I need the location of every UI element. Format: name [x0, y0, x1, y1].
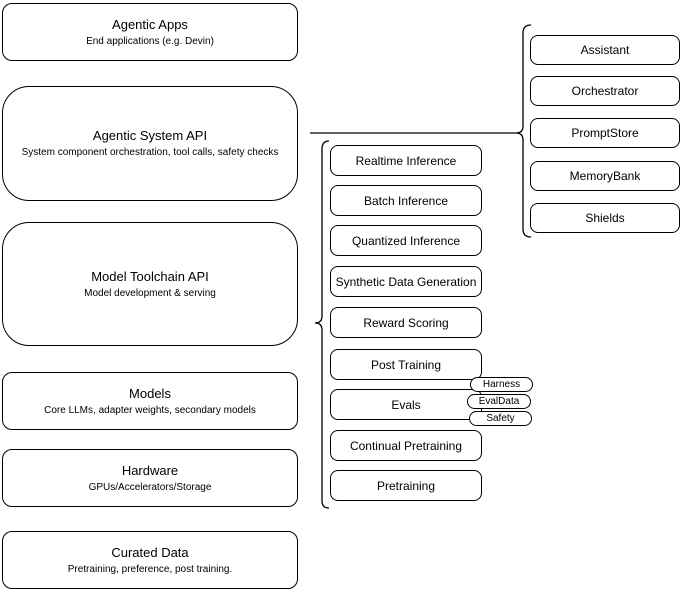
component-shields: Shields	[530, 203, 680, 233]
layer-box-agentic-system-api: Agentic System API System component orch…	[2, 86, 298, 201]
toolchain-item-batch-inference: Batch Inference	[330, 185, 482, 216]
toolchain-item-post-training: Post Training	[330, 349, 482, 380]
system-components-brace	[515, 24, 532, 238]
component-assistant: Assistant	[530, 35, 680, 65]
layer-subtitle: Core LLMs, adapter weights, secondary mo…	[44, 404, 256, 416]
toolchain-brace	[314, 140, 330, 509]
layer-title: Model Toolchain API	[91, 268, 209, 284]
layer-title: Agentic Apps	[112, 16, 188, 32]
component-promptstore: PromptStore	[530, 118, 680, 148]
component-orchestrator: Orchestrator	[530, 76, 680, 106]
layer-title: Hardware	[121, 462, 179, 478]
layer-box-model-toolchain-api: Model Toolchain API Model development & …	[2, 222, 298, 346]
toolchain-item-realtime-inference: Realtime Inference	[330, 145, 482, 176]
component-memorybank: MemoryBank	[530, 161, 680, 191]
layer-title: Curated Data	[111, 544, 189, 560]
layer-subtitle: End applications (e.g. Devin)	[86, 35, 214, 47]
toolchain-item-reward-scoring: Reward Scoring	[330, 307, 482, 338]
layer-box-models: Models Core LLMs, adapter weights, secon…	[2, 372, 298, 430]
toolchain-item-quantized-inference: Quantized Inference	[330, 225, 482, 256]
evals-tag-harness: Harness	[470, 377, 533, 392]
layer-title: Agentic System API	[92, 128, 208, 143]
layer-box-curated-data: Curated Data Pretraining, preference, po…	[2, 531, 298, 589]
toolchain-item-evals: Evals	[330, 389, 482, 420]
toolchain-item-synthetic-data-generation: Synthetic Data Generation	[330, 266, 482, 297]
evals-tag-evaldata: EvalData	[467, 394, 531, 409]
toolchain-item-pretraining: Pretraining	[330, 470, 482, 501]
layer-subtitle: GPUs/Accelerators/Storage	[88, 481, 212, 493]
layer-subtitle: Pretraining, preference, post training.	[67, 563, 233, 575]
layer-subtitle: Model development & serving	[84, 287, 216, 299]
evals-tag-safety: Safety	[469, 411, 532, 426]
toolchain-item-continual-pretraining: Continual Pretraining	[330, 430, 482, 461]
layer-subtitle: System component orchestration, tool cal…	[21, 147, 279, 158]
layer-box-hardware: Hardware GPUs/Accelerators/Storage	[2, 449, 298, 507]
layer-title: Models	[129, 385, 171, 401]
layer-box-agentic-apps: Agentic Apps End applications (e.g. Devi…	[2, 3, 298, 61]
